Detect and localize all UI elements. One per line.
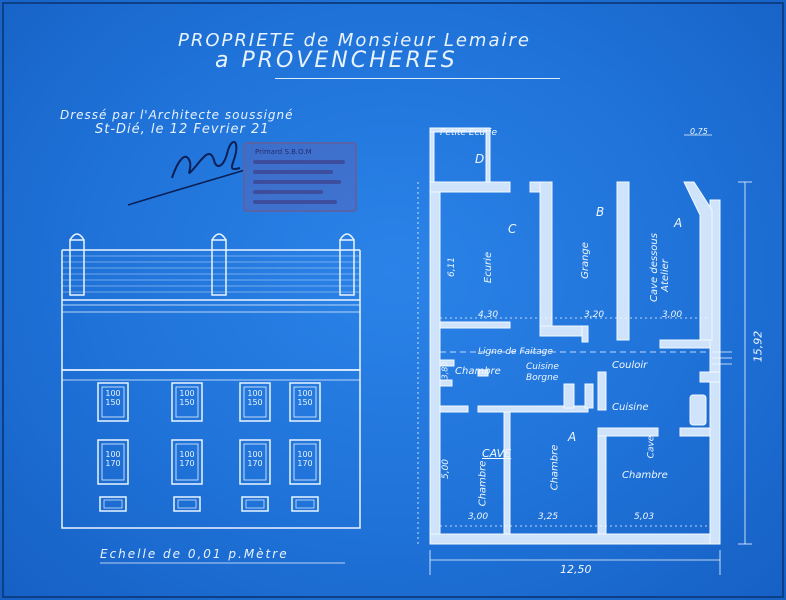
scale-note: Echelle de 0,01 p.Mètre: [100, 547, 289, 561]
label-grange: Grange: [579, 242, 591, 279]
stamp-text: Primard S.B.O.M: [255, 148, 312, 156]
architect-stamp: Primard S.B.O.M: [243, 142, 357, 212]
dim-430: 4,30: [478, 310, 499, 320]
label-c: C: [508, 222, 517, 236]
dim-500: 5,00: [441, 458, 452, 480]
title-line-2: a PROVENCHERES: [215, 48, 458, 73]
window-label: 100 150: [247, 389, 263, 407]
label-d: D: [475, 152, 485, 166]
architect-line: Dressé par l'Architecte soussigné: [60, 108, 294, 122]
label-b: B: [596, 205, 605, 219]
dim-611: 6,11: [447, 256, 458, 278]
label-ecurie: Ecurie: [483, 251, 495, 284]
dim-300a: 3,00: [662, 310, 683, 320]
window-label: 100 150: [179, 389, 195, 407]
label-atelier: Atelier: [659, 259, 671, 292]
label-cave: CAVE: [482, 447, 512, 460]
window-label: 100 170: [179, 450, 195, 468]
label-chambre-right: Chambre: [622, 470, 668, 481]
dim-503: 5,03: [634, 512, 655, 522]
label-cave-dessous: Cave dessous: [648, 233, 660, 302]
window-label: 100 150: [297, 389, 313, 407]
label-petite: Petite Ecurie: [440, 128, 497, 138]
label-cuisine: Cuisine: [612, 402, 649, 413]
label-a-bottom: A: [568, 430, 577, 444]
label-chambre-mid: Chambre: [549, 444, 561, 491]
label-chambre-left: Chambre: [477, 460, 489, 507]
dim-1250: 12,50: [560, 563, 592, 576]
label-faitage: Ligne de Faitage: [478, 347, 553, 357]
dim-325: 3,25: [538, 512, 559, 522]
dim-075: 0,75: [690, 127, 708, 136]
label-cuisine-borgne: Cuisine Borgne: [526, 362, 559, 383]
window-label: 100 170: [247, 450, 263, 468]
window-label: 100 170: [105, 450, 121, 468]
window-label: 100 170: [297, 450, 313, 468]
title-underline: [275, 78, 560, 79]
window-label: 100 150: [105, 389, 121, 407]
dim-380: 3,80: [440, 361, 450, 380]
label-cave-right: Cave: [646, 435, 657, 459]
date-line: St-Dié, le 12 Fevrier 21: [95, 122, 270, 137]
dim-1592: 15,92: [751, 330, 765, 363]
label-a-top: A: [674, 216, 683, 230]
dim-300b: 3,00: [468, 512, 489, 522]
title-line-1: PROPRIETE de Monsieur Lemaire: [178, 30, 531, 51]
label-couloir: Couloir: [612, 360, 648, 371]
label-chambre-top: Chambre: [455, 366, 501, 377]
dim-320: 3,20: [584, 310, 605, 320]
